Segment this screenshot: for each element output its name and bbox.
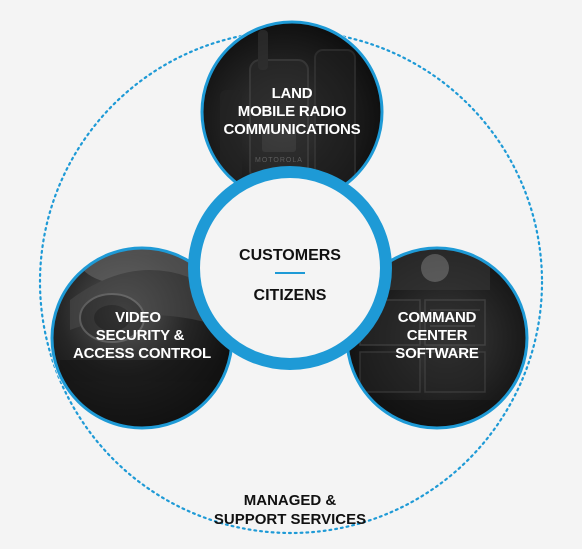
radio-label-line3: COMMUNICATIONS — [224, 121, 361, 138]
center-hub: CUSTOMERS CITIZENS — [188, 166, 392, 370]
video-label-line3: ACCESS CONTROL — [73, 345, 211, 362]
center-label-customers: CUSTOMERS — [239, 247, 341, 264]
center-label-citizens: CITIZENS — [254, 287, 327, 304]
command-label-line3: SOFTWARE — [395, 345, 479, 362]
video-label-line1: VIDEO — [115, 309, 161, 326]
radio-brand-text: MOTOROLA — [255, 157, 303, 164]
radio-label-line1: LAND — [272, 85, 313, 102]
center-ring — [188, 166, 392, 370]
node-land-mobile-radio: MOTOROLA LAND MOBILE RADIO COMMUNICATION… — [200, 20, 384, 204]
radio-label-line2: MOBILE RADIO — [238, 103, 347, 120]
command-label-line1: COMMAND — [398, 309, 477, 326]
outer-label-line2: SUPPORT SERVICES — [214, 511, 366, 528]
video-label-line2: SECURITY & — [96, 327, 185, 344]
outer-label-line1: MANAGED & — [244, 492, 337, 509]
command-label-line2: CENTER — [407, 327, 468, 344]
outer-label-managed-services: MANAGED & SUPPORT SERVICES — [214, 492, 366, 528]
